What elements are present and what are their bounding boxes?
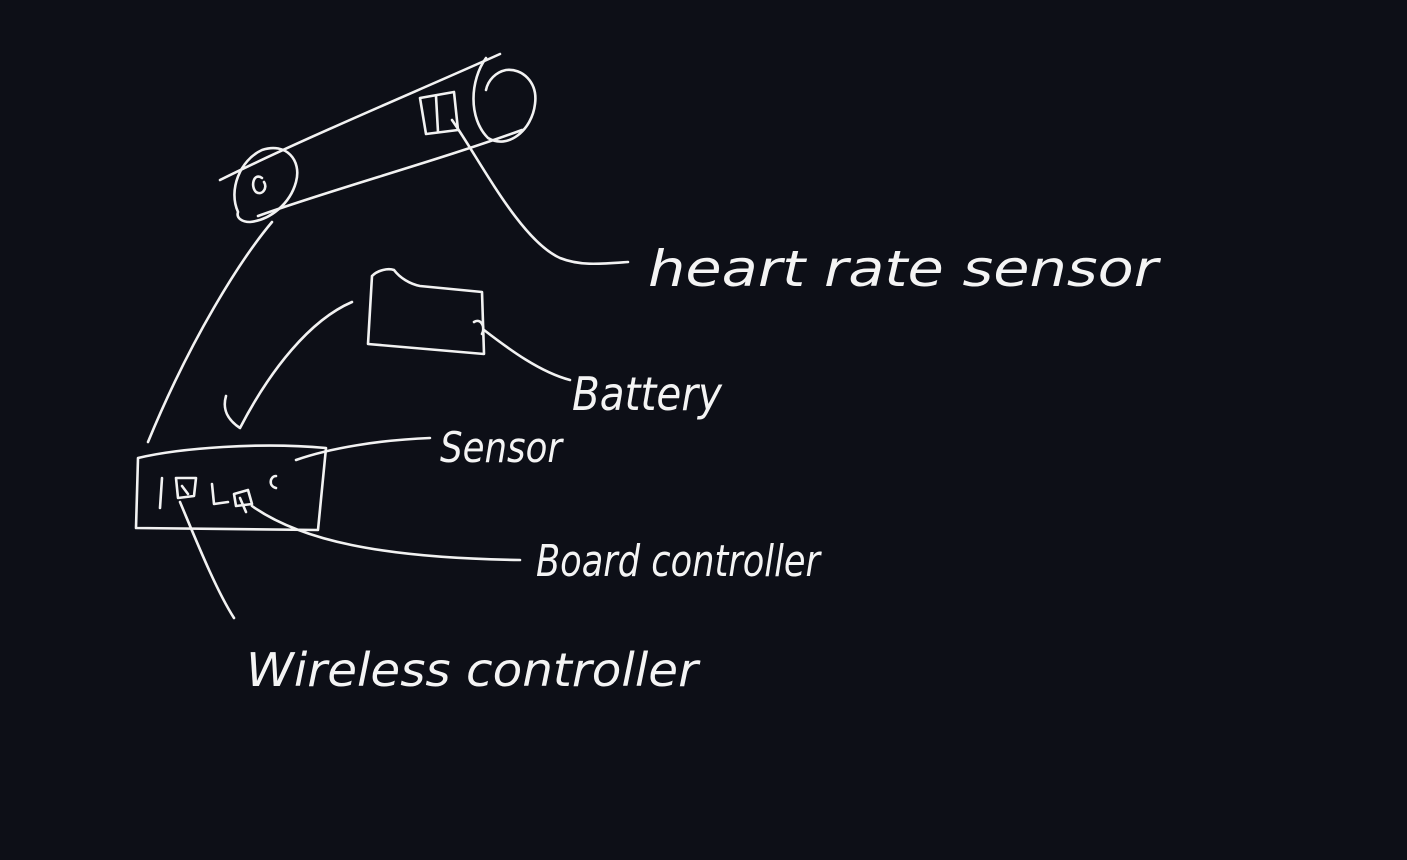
controller-box (134, 444, 328, 532)
battery-to-board-wire (223, 300, 354, 430)
wireless-controller-label: Wireless controller (246, 643, 701, 697)
battery-box (366, 267, 486, 356)
strap-band (218, 52, 537, 224)
strap-to-board-line (146, 220, 274, 444)
sensor-label: Sensor (440, 423, 564, 472)
wireless-controller-leader (178, 500, 236, 620)
heart-rate-sensor-box (418, 90, 460, 136)
battery-leader (482, 328, 572, 382)
board-controller-leader (250, 504, 522, 562)
heart-rate-sensor-leader (450, 118, 630, 266)
heart-rate-sensor-label: heart rate sensor (648, 240, 1162, 298)
board-controller-label: Board controller (536, 536, 822, 587)
sensor-leader (294, 436, 432, 462)
battery-label: Battery (572, 367, 723, 421)
